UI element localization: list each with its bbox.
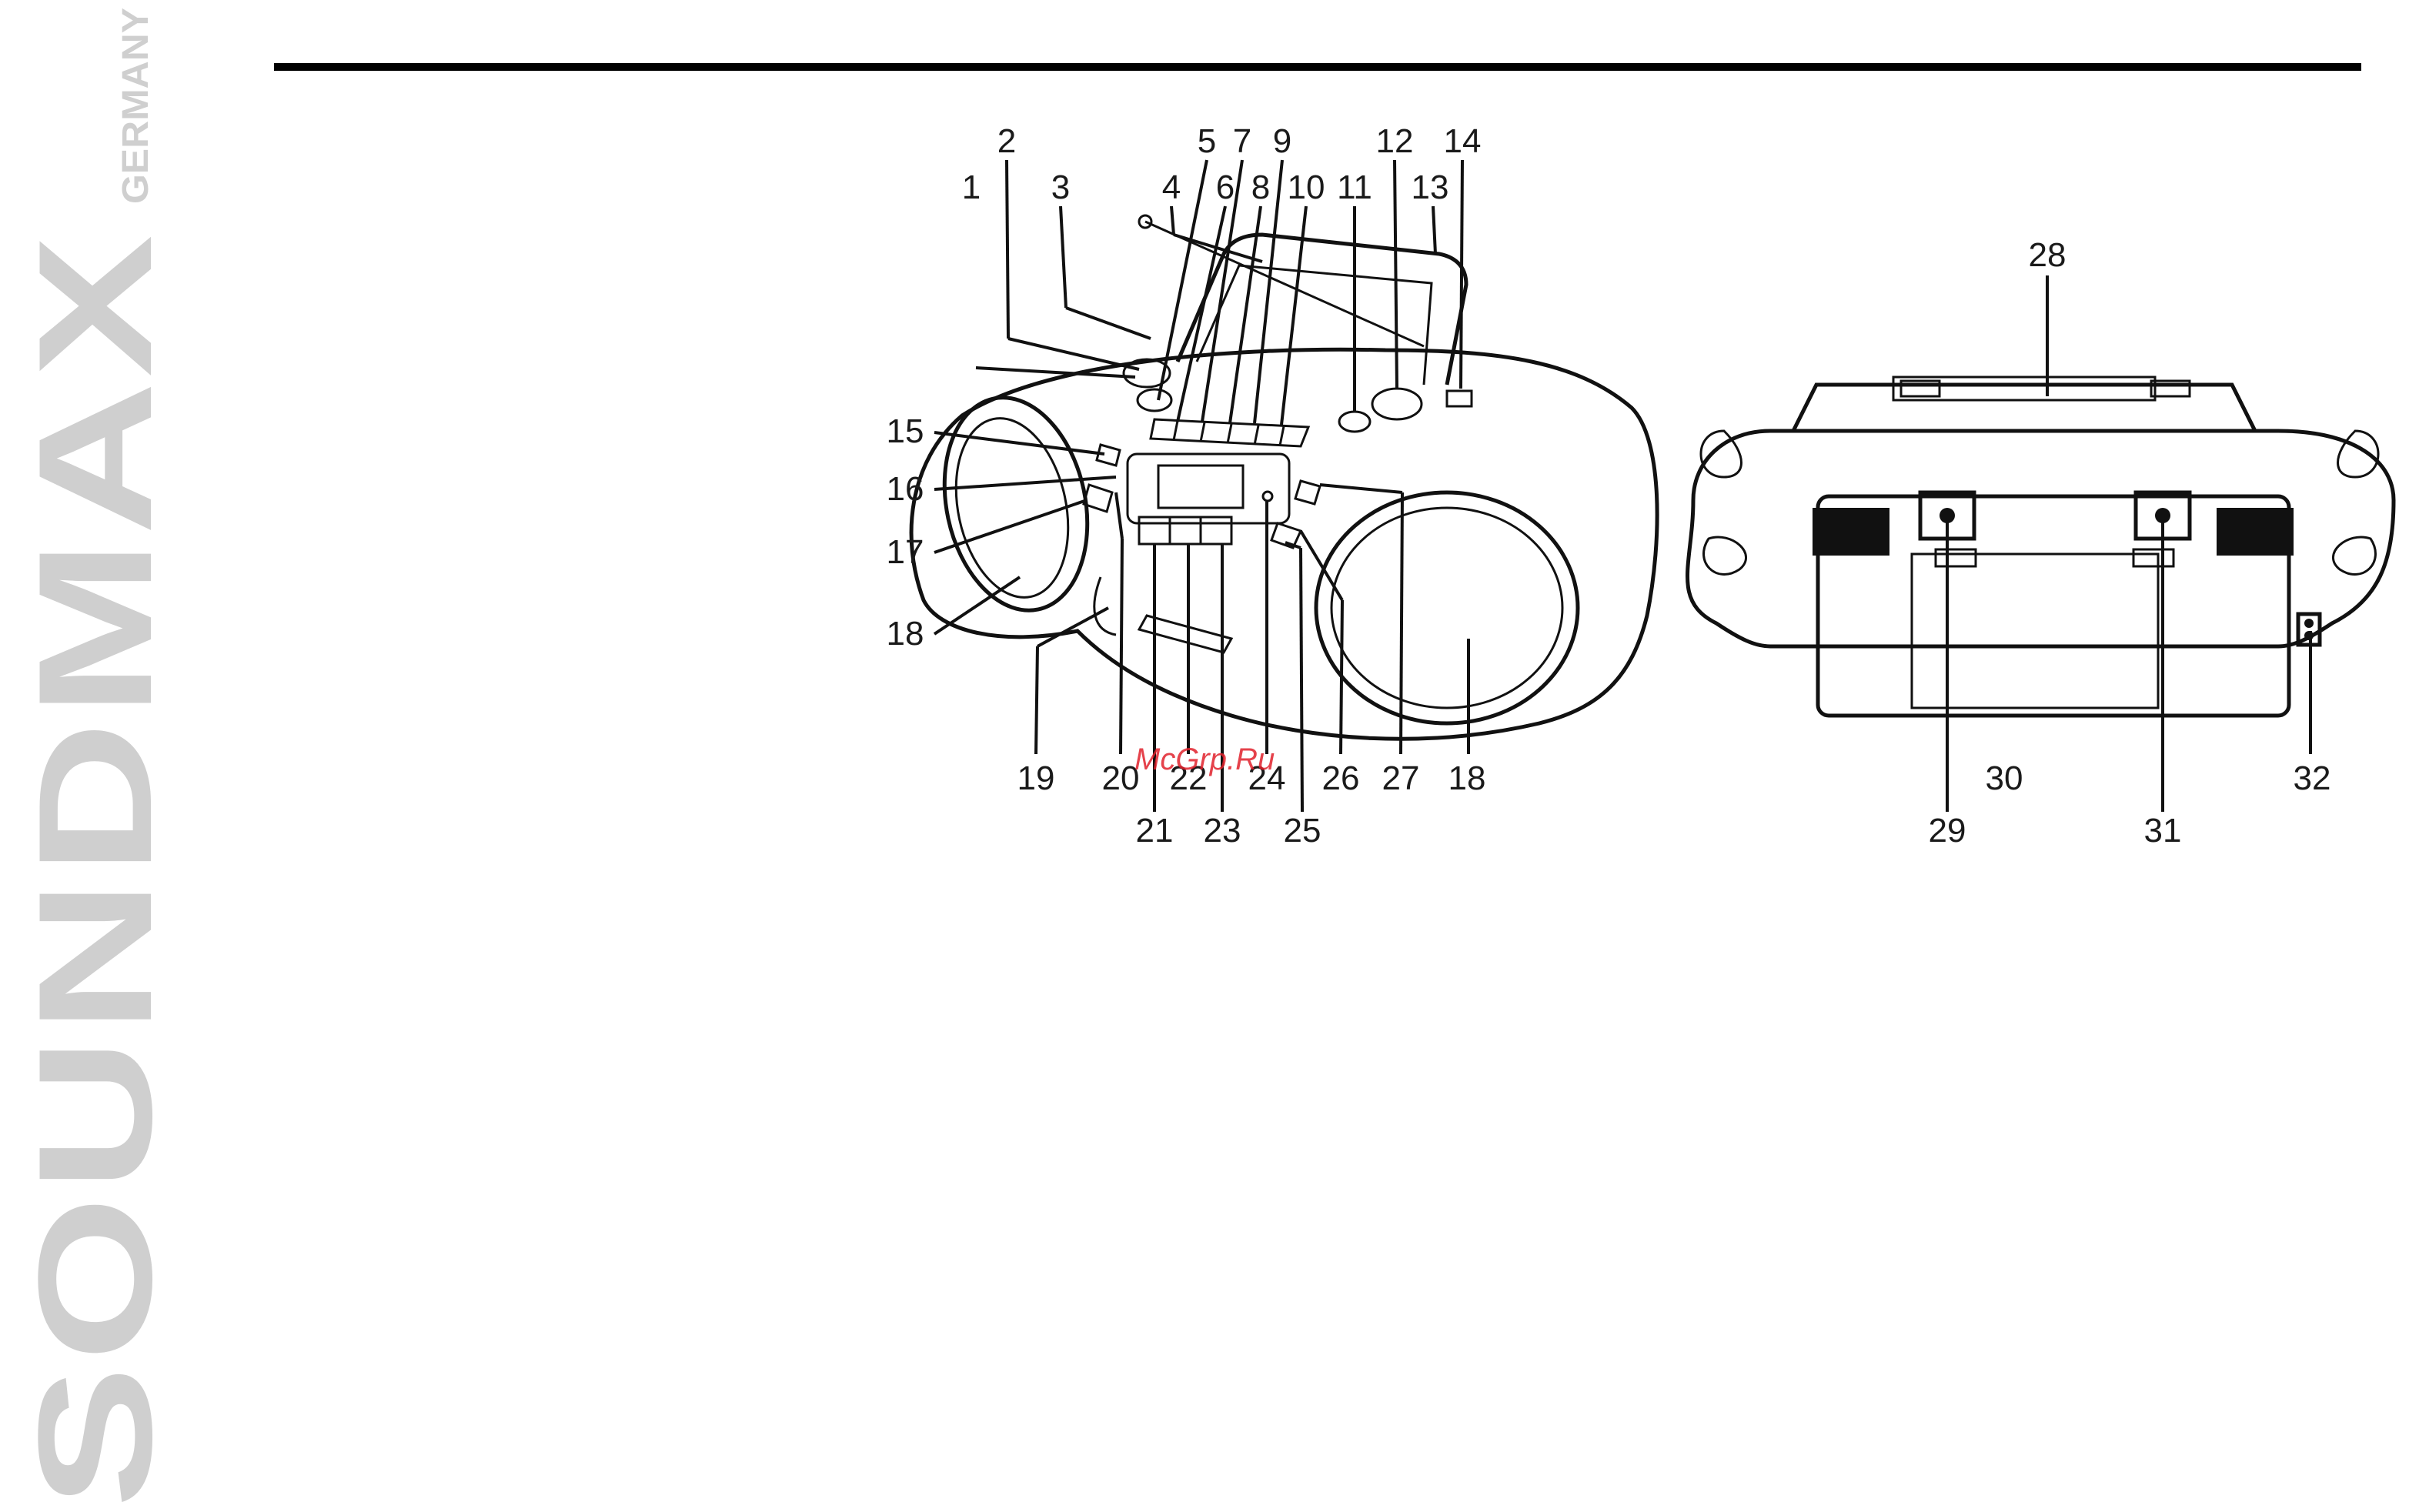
callout-29: 29	[1929, 812, 1966, 849]
callout-32: 32	[2294, 759, 2331, 797]
callout-13: 13	[1412, 169, 1449, 206]
callout-12: 12	[1376, 122, 1414, 160]
callout-6: 6	[1216, 169, 1235, 206]
callout-3: 3	[1051, 169, 1070, 206]
front-view-drawing	[911, 215, 1657, 739]
callout-18: 18	[887, 615, 924, 653]
watermark-text: McGrp.Ru	[1134, 743, 1275, 776]
callout-19: 19	[1017, 759, 1055, 797]
callout-10: 10	[1288, 169, 1325, 206]
callout-7: 7	[1233, 122, 1251, 160]
callout-31: 31	[2144, 812, 2182, 849]
callout-16: 16	[887, 470, 924, 508]
callout-4: 4	[1162, 169, 1181, 206]
callout-1: 1	[962, 169, 981, 206]
callout-8: 8	[1251, 169, 1270, 206]
front-leader-lines	[934, 160, 1468, 812]
callout-18b: 18	[1448, 759, 1486, 797]
callout-15: 15	[887, 412, 924, 450]
callout-17: 17	[887, 533, 924, 571]
callout-14: 14	[1444, 122, 1482, 160]
callout-2: 2	[997, 122, 1016, 160]
callout-28: 28	[2029, 236, 2067, 274]
callout-9: 9	[1273, 122, 1291, 160]
callout-21: 21	[1136, 812, 1174, 849]
callout-27: 27	[1382, 759, 1420, 797]
callout-26: 26	[1322, 759, 1360, 797]
callout-30: 30	[1986, 759, 2023, 797]
callout-5: 5	[1198, 122, 1216, 160]
rear-view-drawing	[1688, 377, 2394, 716]
callout-25: 25	[1284, 812, 1321, 849]
callout-11: 11	[1337, 169, 1372, 206]
callout-23: 23	[1204, 812, 1241, 849]
